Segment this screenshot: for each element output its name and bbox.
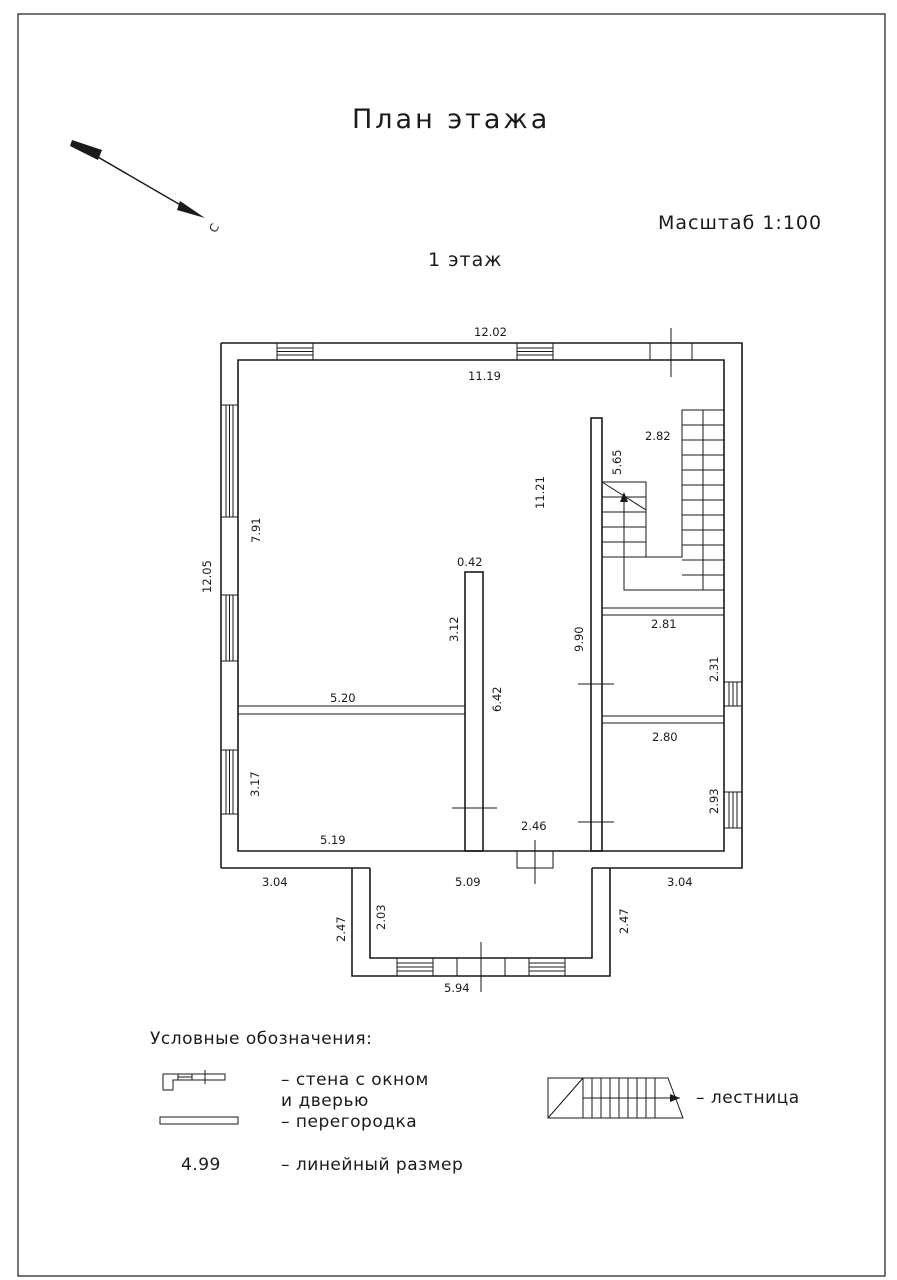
staircase — [601, 409, 725, 591]
dim-porch-left-offset: 3.04 — [262, 875, 288, 889]
dim-outer-height: 12.05 — [200, 560, 214, 593]
partition-right-bottom — [601, 715, 725, 724]
dim-left-partition: 5.20 — [330, 691, 356, 705]
legend-stair-label: – лестница — [696, 1088, 800, 1108]
window-top-left — [276, 342, 314, 361]
dim-inner-width: 11.19 — [468, 369, 501, 383]
dim-room-right-bottom: 2.80 — [652, 730, 678, 744]
legend-stair-symbol — [547, 1077, 684, 1119]
dim-room-right-mid-height: 2.31 — [707, 656, 721, 682]
dim-room-right-top: 2.81 — [651, 617, 677, 631]
window-left-lower — [220, 749, 239, 815]
legend-wall-line1: – стена с окном — [281, 1070, 429, 1090]
dim-entrance: 2.46 — [521, 819, 547, 833]
dim-partition-lower: 6.42 — [490, 686, 504, 712]
dim-room-right-bottom-height: 2.93 — [707, 788, 721, 814]
window-top-middle — [516, 342, 554, 361]
dim-stair-width: 2.82 — [645, 429, 671, 443]
dim-porch-right-outer: 2.47 — [617, 908, 631, 934]
legend-partition-label: – перегородка — [281, 1112, 417, 1132]
floor-label: 1 этаж — [428, 249, 502, 271]
scale-label: Масштаб 1:100 — [658, 212, 822, 234]
dim-central-corridor: 11.21 — [533, 476, 547, 509]
dim-left-bottom-width: 5.19 — [320, 833, 346, 847]
legend-wall-line2: и дверью — [281, 1091, 369, 1111]
door-top-right — [649, 328, 693, 377]
north-arrow-icon — [70, 140, 205, 218]
dim-porch-right-offset: 3.04 — [667, 875, 693, 889]
dim-partition-upper: 3.12 — [447, 616, 461, 642]
dim-right-wall: 9.90 — [572, 626, 586, 652]
entrance-door — [516, 840, 554, 884]
compass-label: С — [206, 221, 222, 235]
dim-porch-bottom: 5.94 — [444, 981, 470, 995]
window-right-middle — [723, 681, 743, 707]
sheet-frame — [17, 13, 886, 1277]
dim-stair-wall: 5.65 — [610, 449, 624, 475]
dimension-labels: 12.02 11.19 2.82 0.42 2.81 5.20 2.80 5.1… — [200, 325, 721, 995]
plan-title: План этажа — [352, 104, 550, 135]
porch-windows — [396, 942, 566, 992]
building-walls — [220, 342, 743, 869]
legend: Условные обозначения: – стена с окном и … — [150, 1029, 800, 1175]
dim-porch-left-outer: 2.47 — [334, 916, 348, 942]
partition-left — [237, 705, 466, 715]
legend-partition-symbol — [159, 1116, 239, 1125]
partition-right-top — [601, 607, 725, 616]
legend-wall-symbol — [162, 1070, 226, 1091]
window-left-middle — [220, 594, 239, 662]
legend-title: Условные обозначения: — [150, 1029, 372, 1049]
dim-porch-inner-width: 5.09 — [455, 875, 481, 889]
dim-partition-end: 0.42 — [457, 555, 483, 569]
window-left-upper — [220, 404, 239, 518]
dim-outer-width: 12.02 — [474, 325, 507, 339]
dim-porch-left-inner: 2.03 — [374, 904, 388, 930]
window-right-lower — [723, 791, 743, 829]
legend-dim-sample: 4.99 — [181, 1155, 221, 1175]
interior-wall-right — [578, 417, 614, 852]
dim-left-lower-height: 3.17 — [248, 771, 262, 797]
legend-dim-label: – линейный размер — [281, 1155, 463, 1175]
dim-left-upper: 7.91 — [249, 517, 263, 543]
